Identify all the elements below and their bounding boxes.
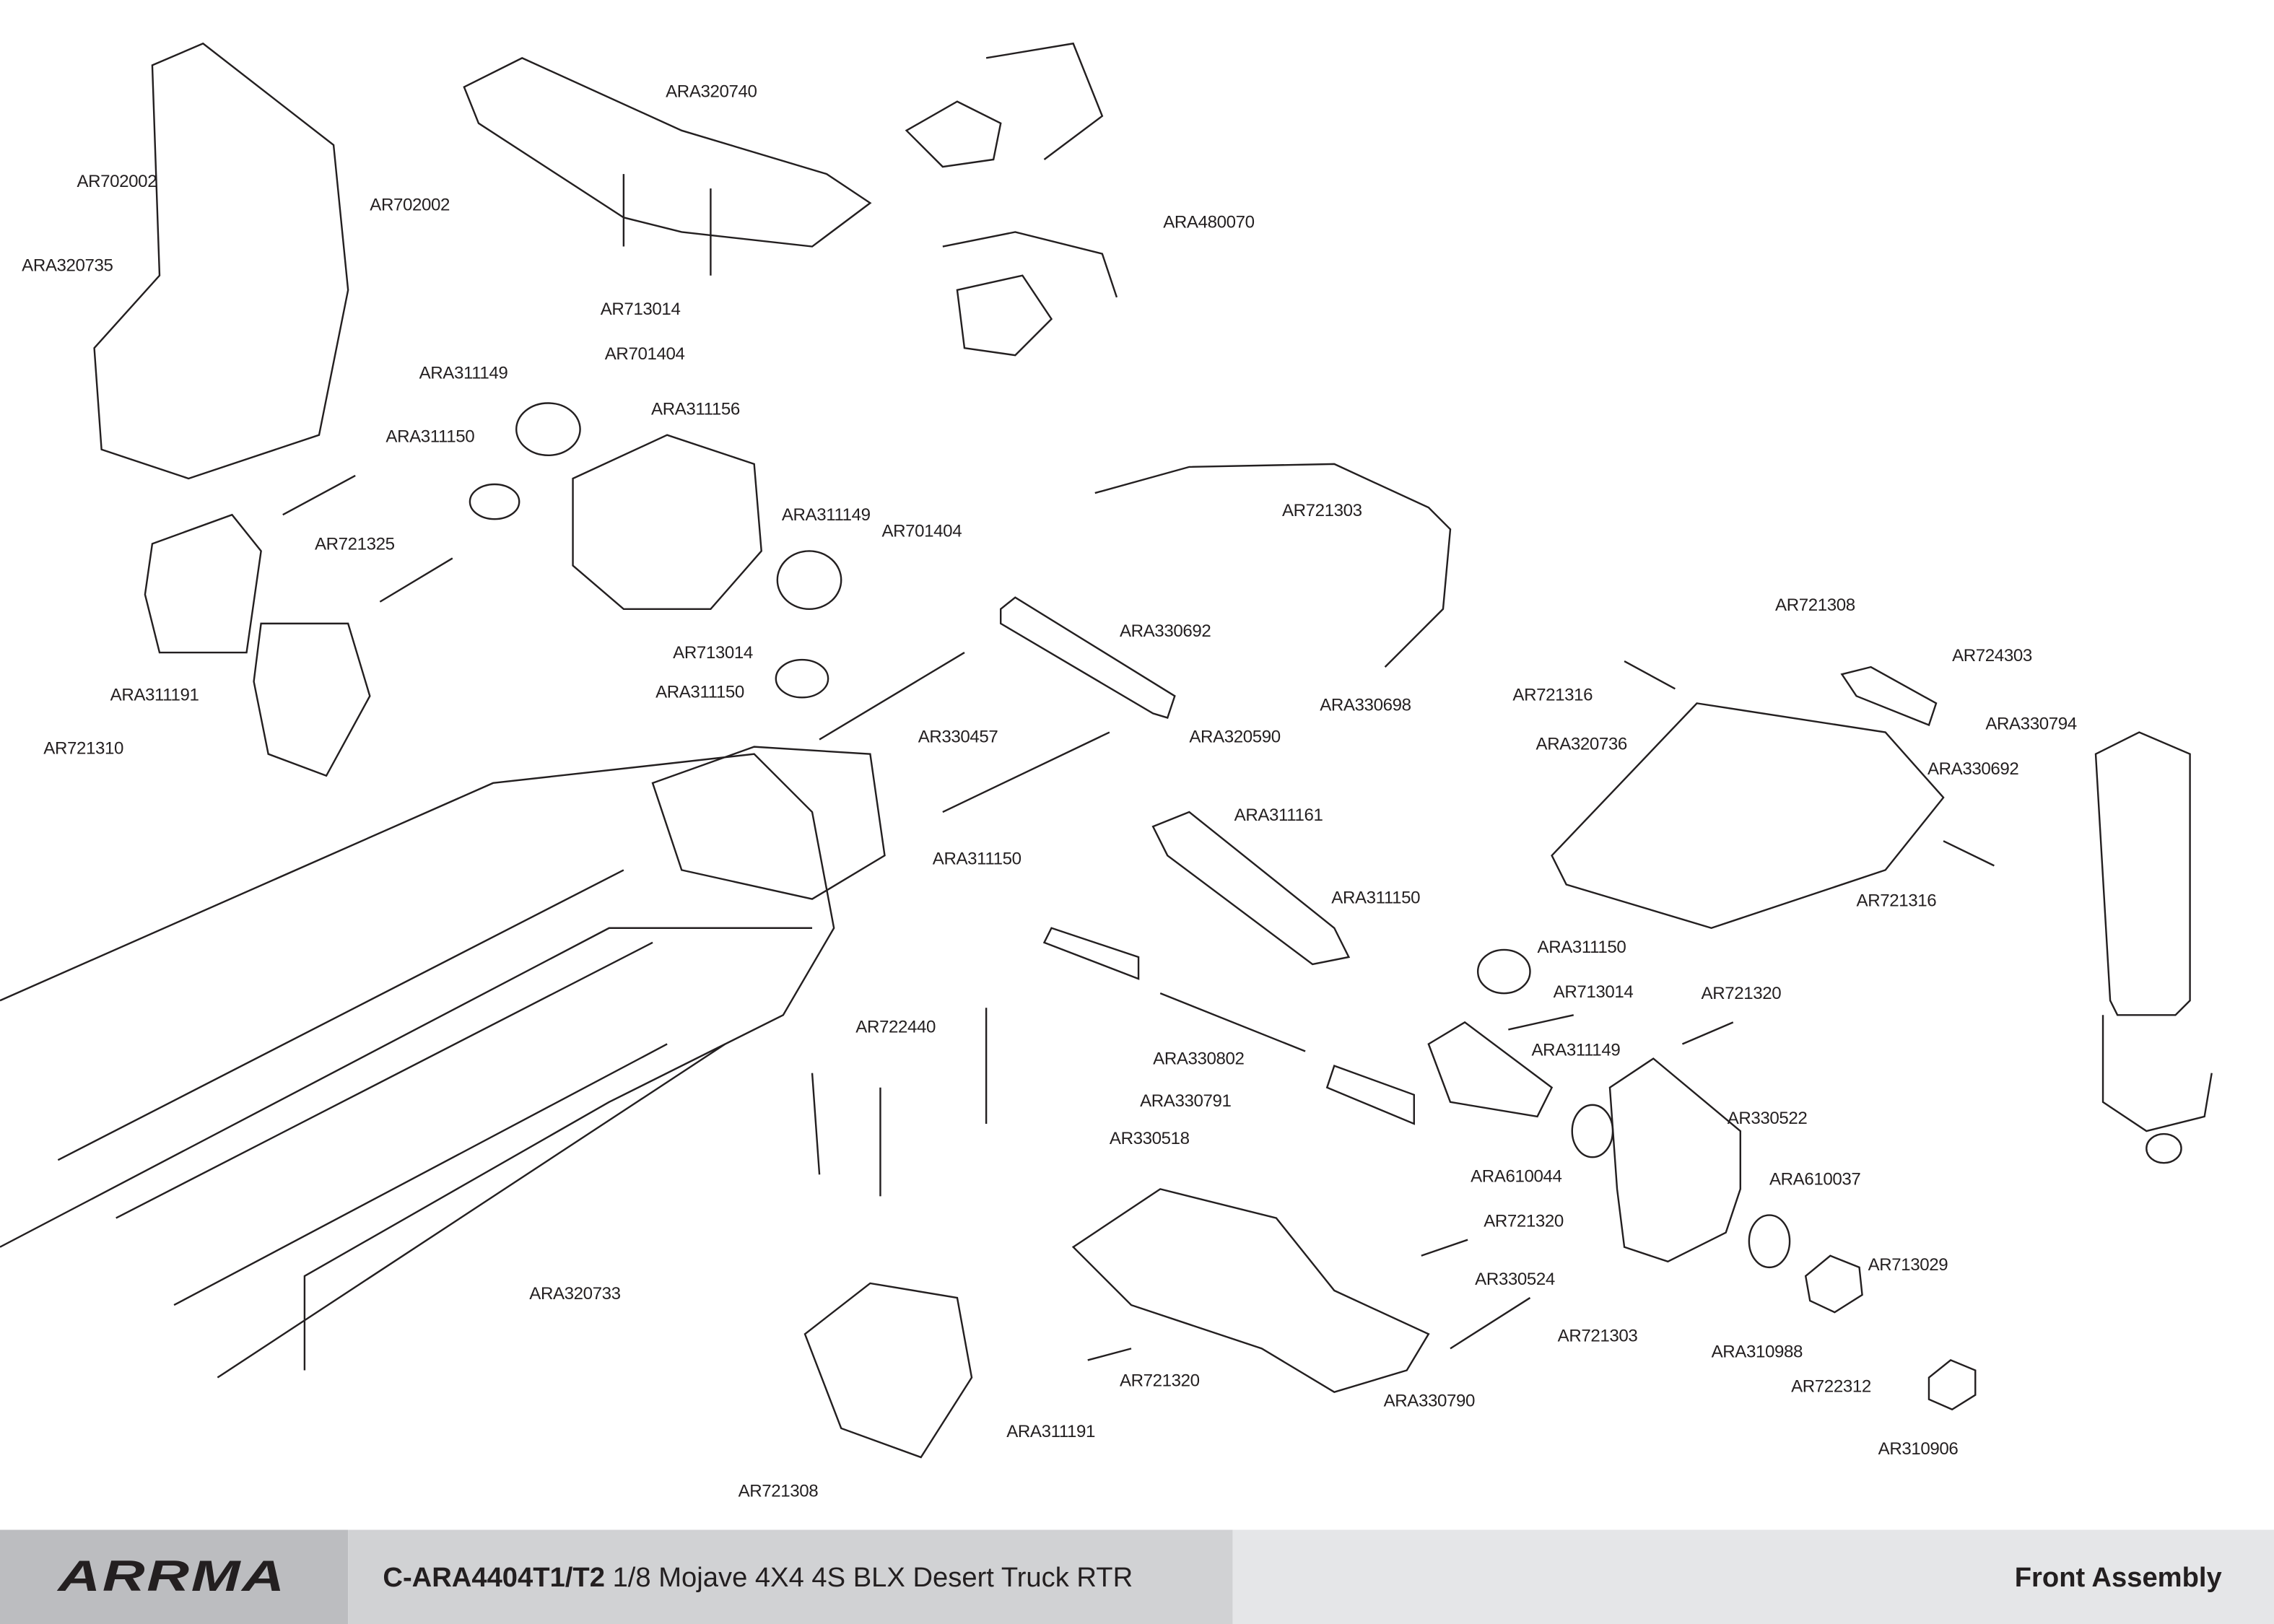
- part-label: ARA311150: [932, 848, 1021, 869]
- section-area: Front Assembly: [1232, 1529, 2274, 1624]
- part-label: ARA330698: [1320, 694, 1411, 715]
- part-label: ARA610044: [1471, 1166, 1562, 1187]
- part-label: ARA311150: [1537, 936, 1626, 957]
- part-label: AR713014: [1553, 982, 1634, 1003]
- sway-bar: [1094, 463, 1452, 668]
- part-label: ARA330790: [1383, 1390, 1476, 1411]
- bearing: [1571, 1104, 1614, 1158]
- kit-code: C-ARA4404T1/T2: [383, 1563, 605, 1594]
- part-label: AR702002: [77, 171, 157, 192]
- bearing: [515, 402, 581, 457]
- bearing: [776, 550, 842, 610]
- hex-nut: [1804, 1254, 1863, 1314]
- rod-end: [1042, 927, 1415, 1125]
- part-label: ARA330794: [1985, 713, 2077, 734]
- part-label: ARA320733: [529, 1283, 621, 1304]
- rear-plate-bracket: [1840, 665, 1938, 727]
- kit-title-area: C-ARA4404T1/T2 1/8 Mojave 4X4 4S BLX Des…: [348, 1529, 1233, 1624]
- part-label: AR721316: [1512, 684, 1593, 705]
- part-label: ARA330692: [1119, 620, 1211, 641]
- part-label: ARA330692: [1927, 758, 2019, 779]
- bearing: [1748, 1214, 1791, 1269]
- part-label: ARA320736: [1535, 733, 1628, 754]
- body-clip: [905, 42, 1118, 357]
- part-label: AR721310: [43, 738, 124, 759]
- ring: [775, 658, 829, 699]
- part-label: AR722440: [855, 1016, 936, 1037]
- lower-arm: [1071, 1188, 1430, 1393]
- part-label: ARA311150: [655, 681, 744, 702]
- skid-plate: [1551, 702, 1945, 930]
- part-label: ARA480070: [1163, 211, 1255, 232]
- part-label: ARA310988: [1711, 1341, 1803, 1362]
- part-label: AR713014: [673, 642, 753, 663]
- link-plate: [1000, 596, 1176, 719]
- part-label: AR713014: [600, 298, 681, 319]
- part-label: AR330524: [1475, 1268, 1555, 1290]
- part-label: AR724303: [1952, 645, 2032, 666]
- hex-nut: [1927, 1359, 1977, 1411]
- part-label: ARA311150: [1331, 887, 1421, 908]
- pins: [282, 474, 1995, 1361]
- part-label: ARA311191: [110, 684, 199, 705]
- shock-tower: [463, 57, 872, 276]
- part-label: AR721303: [1557, 1325, 1638, 1346]
- part-label: AR702002: [370, 194, 450, 215]
- steering-knuckle: [1608, 1057, 1742, 1263]
- section-title: Front Assembly: [2014, 1563, 2222, 1594]
- chassis-rail: [57, 869, 726, 1379]
- ring: [469, 483, 520, 520]
- differential: [572, 434, 762, 610]
- part-label: ARA320735: [22, 255, 113, 276]
- shock-absorber: [2094, 731, 2213, 1132]
- bumper-guard: [803, 1282, 973, 1459]
- part-label: AR721308: [738, 1480, 819, 1501]
- part-label: AR310906: [1878, 1438, 1959, 1459]
- kit-name: 1/8 Mojave 4X4 4S BLX Desert Truck RTR: [612, 1563, 1133, 1594]
- part-label: AR713029: [1868, 1254, 1948, 1275]
- part-label: ARA320590: [1189, 726, 1281, 747]
- part-label: ARA330802: [1153, 1048, 1245, 1069]
- parts-drawing: [0, 42, 2213, 1459]
- part-label: ARA311161: [1234, 804, 1323, 826]
- part-label: ARA311150: [385, 426, 475, 447]
- front-bulkhead: [651, 746, 886, 900]
- brand-logo: ARRMA: [58, 1553, 287, 1601]
- ring: [1476, 948, 1531, 995]
- small-shock: [1151, 811, 1351, 966]
- part-label: AR330518: [1109, 1128, 1190, 1149]
- part-label: AR721320: [1701, 983, 1782, 1004]
- part-label: ARA311149: [1531, 1039, 1621, 1060]
- part-label: ARA311191: [1006, 1420, 1096, 1441]
- part-label: AR701404: [881, 520, 962, 541]
- part-label: AR721303: [1281, 500, 1362, 521]
- bulkhead-part: [93, 42, 349, 480]
- part-label: AR722312: [1791, 1376, 1871, 1397]
- part-label: AR721320: [1119, 1370, 1200, 1391]
- steering-block: [144, 513, 371, 777]
- drive-cup: [1427, 1021, 1554, 1118]
- part-label: AR721320: [1484, 1210, 1564, 1231]
- kit-title: C-ARA4404T1/T2 1/8 Mojave 4X4 4S BLX Des…: [383, 1563, 1133, 1595]
- part-label: AR721325: [314, 533, 395, 554]
- part-label: ARA311149: [781, 505, 871, 525]
- part-label: ARA610037: [1769, 1169, 1861, 1189]
- shock-mount: [2146, 1132, 2182, 1164]
- part-label: AR721316: [1856, 890, 1937, 911]
- brand-logo-area: ARRMA: [0, 1529, 349, 1624]
- footer-bar: ARRMA C-ARA4404T1/T2 1/8 Mojave 4X4 4S B…: [0, 1529, 2274, 1624]
- part-label: AR721308: [1775, 594, 1855, 615]
- chassis-part: [0, 753, 835, 1371]
- part-label: AR330522: [1727, 1107, 1808, 1129]
- part-label: ARA330791: [1140, 1090, 1232, 1111]
- part-label: AR701404: [604, 344, 685, 364]
- part-label: AR330457: [918, 726, 998, 747]
- part-label: ARA320740: [666, 81, 757, 102]
- part-label: ARA311149: [419, 362, 508, 383]
- part-label: ARA311156: [651, 398, 740, 419]
